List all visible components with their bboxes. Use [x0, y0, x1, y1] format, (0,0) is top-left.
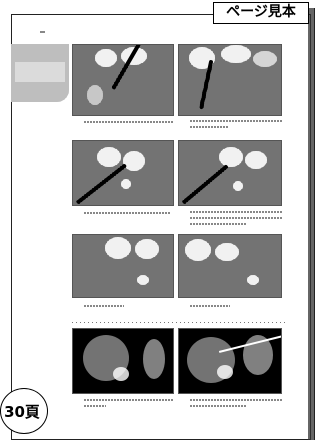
sample-page-label: ページ見本: [213, 2, 309, 24]
caption-8: [190, 399, 282, 401]
caption-1: [84, 121, 174, 123]
photo-6: [178, 234, 282, 298]
caption-6: [190, 305, 230, 307]
photo-8: [178, 328, 282, 394]
page-edge-shading: [308, 8, 314, 440]
photo-4: [178, 140, 282, 206]
chapter-tab-text: [15, 62, 65, 82]
caption-2b: [190, 126, 228, 128]
photo-7: [72, 328, 174, 394]
caption-4c: [190, 223, 246, 225]
chapter-tab: [11, 44, 69, 102]
caption-5: [84, 305, 124, 307]
page-edge-line: [314, 8, 315, 440]
caption-8b: [190, 405, 246, 407]
page-number-text: 30頁: [4, 403, 40, 421]
photo-5: [72, 234, 174, 298]
margin-mark: [40, 31, 45, 33]
caption-7b: [84, 405, 106, 407]
caption-4: [190, 211, 282, 213]
section-divider: [72, 322, 288, 323]
caption-7: [84, 399, 174, 401]
caption-4b: [190, 217, 282, 219]
photo-2: [178, 44, 282, 116]
caption-2: [190, 120, 282, 122]
photo-3: [72, 140, 174, 206]
caption-3: [84, 212, 170, 214]
photo-1: [72, 44, 174, 116]
page-number-badge: 30頁: [0, 388, 48, 434]
